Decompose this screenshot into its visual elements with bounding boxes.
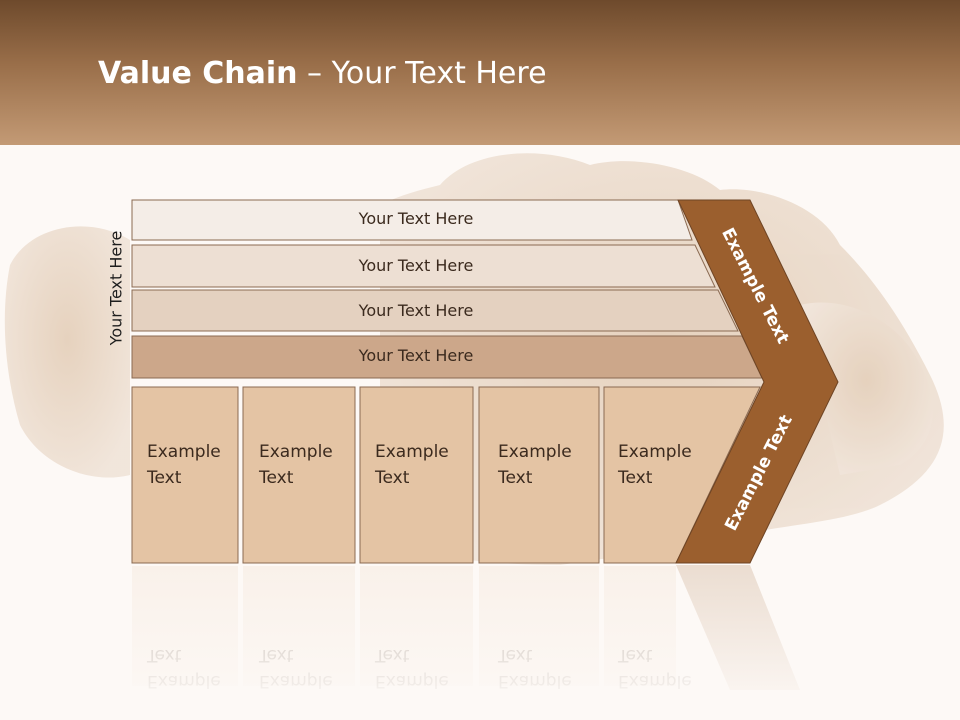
support-bar-4-label: Your Text Here — [358, 346, 474, 365]
reflection-fade — [130, 566, 850, 716]
primary-column-2 — [242, 386, 356, 564]
primary-column-1 — [131, 386, 239, 564]
support-bar-2-label: Your Text Here — [358, 256, 474, 275]
margin-chevron — [675, 199, 839, 564]
support-bar-1 — [131, 199, 693, 241]
support-bar-3 — [131, 289, 739, 332]
support-bar-3-label: Your Text Here — [358, 301, 474, 320]
slide-title-bold: Value Chain — [98, 56, 298, 91]
support-bar-1-label: Your Text Here — [358, 209, 474, 228]
primary-column-4 — [478, 386, 600, 564]
side-label: Your Text Here — [106, 230, 126, 346]
primary-column-3 — [359, 386, 474, 564]
primary-column-5-label: Example Text — [618, 442, 692, 488]
slide-title-rest: – Your Text Here — [297, 56, 547, 91]
support-bar-2 — [131, 244, 716, 288]
primary-column-3-label: Example Text — [375, 442, 449, 488]
slide-title: Value Chain – Your Text Here — [98, 56, 547, 91]
primary-column-2-label: Example Text — [259, 442, 333, 488]
primary-column-1-label: Example Text — [147, 442, 221, 488]
title-bar: Value Chain – Your Text Here — [0, 0, 960, 145]
primary-column-4-label: Example Text — [498, 442, 572, 488]
